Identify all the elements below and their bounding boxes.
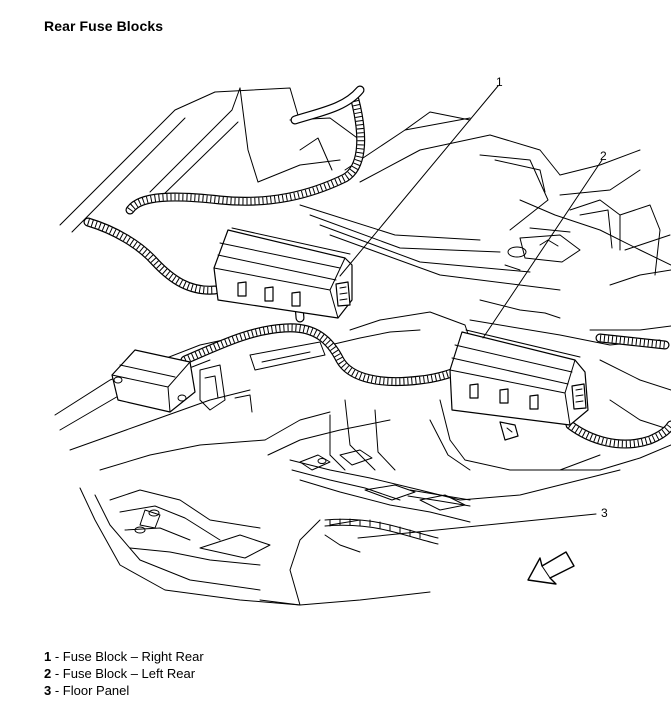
legend-number: 2 [44, 666, 52, 681]
fuse-block-left-rear [449, 329, 589, 441]
callout-number-3: 3 [601, 506, 608, 520]
legend-label: Floor Panel [62, 683, 130, 698]
callout-number-1: 1 [496, 75, 503, 89]
callout-leaders [339, 85, 603, 539]
control-module [111, 349, 196, 413]
legend-item-1: 1 - Fuse Block – Right Rear [44, 648, 204, 665]
page-title: Rear Fuse Blocks [44, 18, 164, 34]
wiring-harness [83, 85, 671, 545]
legend-separator: - [51, 666, 63, 681]
legend-number: 1 [44, 649, 52, 664]
legend-item-2: 2 - Fuse Block – Left Rear [44, 665, 204, 682]
legend-label: Fuse Block – Right Rear [62, 649, 204, 664]
callout-number-2: 2 [600, 149, 607, 163]
legend-number: 3 [44, 683, 52, 698]
legend-label: Fuse Block – Left Rear [62, 666, 196, 681]
callout-legend: 1 - Fuse Block – Right Rear 2 - Fuse Blo… [44, 648, 204, 699]
front-direction-arrow-icon [527, 551, 575, 585]
legend-item-3: 3 - Floor Panel [44, 682, 204, 699]
rear-body-structure [59, 87, 671, 431]
legend-separator: - [51, 649, 63, 664]
fuse-block-right-rear [213, 227, 353, 319]
legend-separator: - [51, 683, 63, 698]
rear-fuse-block-illustration: 1 2 3 [54, 75, 671, 606]
